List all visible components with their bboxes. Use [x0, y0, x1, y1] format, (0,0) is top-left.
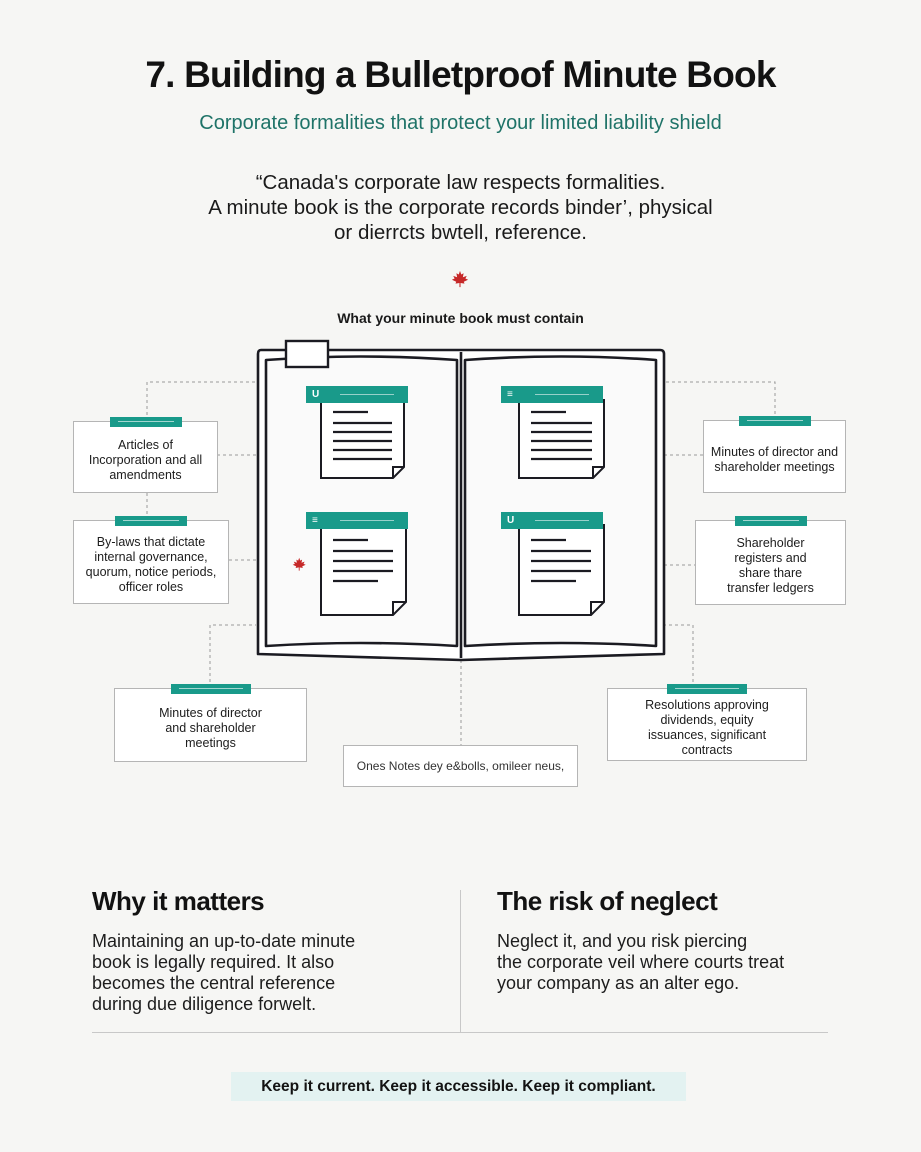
risk-of-neglect-title: The risk of neglect: [497, 886, 718, 916]
maple-leaf-icon: [451, 270, 469, 288]
doc-glyph: U: [507, 515, 515, 526]
card-minutes-left: Minutes of director and shareholder meet…: [114, 684, 307, 762]
card-tag: [170, 684, 251, 694]
body-line: Neglect it, and you risk piercing: [497, 931, 748, 951]
card-center-note: Ones Notes dey e&bolls, omileer neus,: [343, 745, 578, 787]
card-tag: [738, 416, 811, 426]
card-text: Ones Notes dey e&bolls, omileer neus,: [356, 758, 565, 773]
body-line: Maintaining an up-to-date minute: [92, 931, 356, 951]
card-text: By-laws that dictate internal governance…: [85, 535, 217, 594]
card-text: Minutes of director and shareholder meet…: [159, 705, 262, 750]
page-subtitle: Corporate formalities that protect your …: [199, 112, 722, 134]
card-tag: [109, 417, 182, 427]
quote-line: A minute book is the corporate records b…: [208, 196, 713, 219]
body-line: becomes the central reference: [92, 973, 336, 993]
connector-lines: [146, 381, 776, 745]
intro-quote: “Canada's corporate law respects formali…: [0, 170, 921, 245]
card-tag: [667, 684, 747, 694]
document-icon-4: [518, 524, 605, 616]
card-text: Minutes of director and shareholder meet…: [710, 444, 839, 474]
card-by-laws: By-laws that dictate internal governance…: [73, 516, 229, 604]
card-shareholder-registers: Shareholder registers and share thare tr…: [695, 516, 846, 605]
binder-tab: [284, 339, 330, 369]
card-tag: [734, 516, 807, 526]
diagram-title: What your minute book must contain: [337, 310, 584, 326]
risk-of-neglect-body: Neglect it, and you risk piercing the co…: [497, 931, 784, 994]
why-it-matters-title: Why it matters: [92, 886, 265, 916]
document-header-4: U: [501, 512, 603, 529]
doc-glyph: U: [312, 389, 320, 400]
document-header-1: U: [306, 386, 408, 403]
card-text: Shareholder registers and share thare tr…: [727, 535, 814, 595]
card-resolutions: Resolutions approving dividends, equity …: [607, 684, 807, 761]
card-text: Articles of Incorporation and all amendm…: [88, 437, 203, 482]
document-header-3: ≡: [306, 512, 408, 529]
footer-banner: Keep it current. Keep it accessible. Kee…: [231, 1072, 686, 1101]
doc-glyph: ≡: [507, 389, 513, 400]
body-line: book is legally required. It also: [92, 952, 335, 972]
maple-leaf-icon: [292, 557, 306, 571]
column-divider: [460, 890, 461, 1032]
card-minutes-right: Minutes of director and shareholder meet…: [703, 416, 846, 493]
page-title: 7. Building a Bulletproof Minute Book: [145, 54, 776, 95]
doc-glyph: ≡: [312, 515, 318, 526]
body-line: during due diligence forwelt.: [92, 994, 317, 1014]
document-icon-1: [320, 399, 405, 479]
card-articles-of-incorporation: Articles of Incorporation and all amendm…: [73, 417, 218, 493]
body-line: the corporate veil where courts treat: [497, 952, 785, 972]
card-tag: [115, 516, 187, 526]
quote-line: “Canada's corporate law respects formali…: [255, 171, 666, 194]
document-icon-3: [320, 524, 407, 616]
bottom-rule: [92, 1032, 828, 1033]
quote-line: or dierrcts bwtell, reference.: [334, 221, 587, 244]
document-icon-2: [518, 399, 605, 479]
body-line: your company as an alter ego.: [497, 973, 740, 993]
document-header-2: ≡: [501, 386, 603, 403]
card-text: Resolutions approving dividends, equity …: [645, 697, 769, 757]
why-it-matters-body: Maintaining an up-to-date minute book is…: [92, 931, 355, 1015]
